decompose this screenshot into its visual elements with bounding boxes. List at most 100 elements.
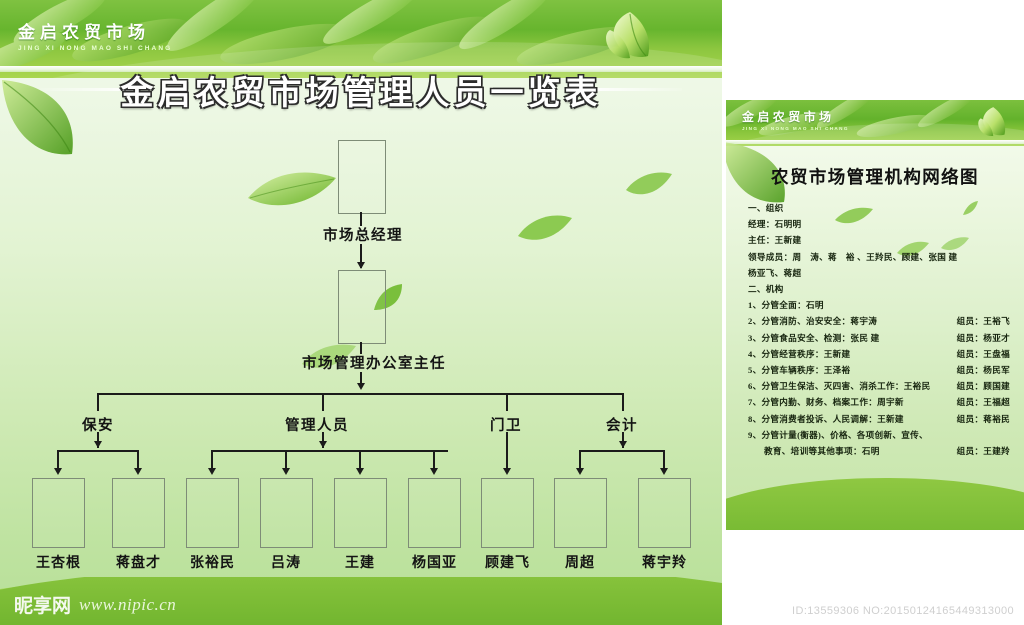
list-item: 3、分管食品安全、检测：张民 建 组员：杨亚才 bbox=[748, 330, 1010, 346]
list-item-right: 组员：杨亚才 bbox=[956, 332, 1010, 343]
side-leaf-icon bbox=[972, 104, 1012, 144]
org-bus-horizontal bbox=[98, 393, 624, 395]
list-item-left: 领导成员：周 涛、蒋 裕 、王羚民、顾建、张国 建 bbox=[748, 251, 958, 262]
list-item-left: 4、分管经营秩序：王新建 bbox=[748, 348, 851, 359]
side-panel-header: 金启农贸市场 JING XI NONG MAO SHI CHANG bbox=[726, 100, 1024, 146]
dept3-arrow-a bbox=[575, 468, 584, 475]
org-dept-label-3: 会计 bbox=[606, 418, 638, 434]
list-item-left: 主任：王新建 bbox=[748, 235, 802, 246]
dept0-stem bbox=[97, 432, 99, 448]
brand-name-en: JING XI NONG MAO SHI CHANG bbox=[18, 45, 173, 52]
title-rule-left bbox=[40, 88, 135, 91]
dept1-arrow-b bbox=[281, 468, 290, 475]
list-item-right: 组员：杨民军 bbox=[956, 365, 1010, 376]
board-footer bbox=[0, 577, 722, 625]
list-item-left: 9、分管计量(衡器)、价格、各项创新、宣传、 bbox=[748, 429, 928, 440]
watermark-name: 昵享网 bbox=[14, 596, 72, 617]
side-panel-title: 农贸市场管理机构网络图 bbox=[771, 167, 979, 187]
staff-box-3 bbox=[260, 478, 313, 548]
list-item: 7、分管内勤、财务、档案工作：周宇新 组员：王福超 bbox=[748, 394, 1010, 410]
staff-box-6 bbox=[481, 478, 534, 548]
org-connector-second bbox=[360, 342, 362, 354]
dept1-drop-a bbox=[211, 450, 213, 472]
dept1-bar bbox=[212, 450, 448, 452]
dept1-arrow-c bbox=[355, 468, 364, 475]
org-arrow-second bbox=[356, 262, 365, 269]
list-item-left: 一、组织 bbox=[748, 203, 784, 213]
dept2-arrow bbox=[502, 468, 511, 475]
list-item: 教育、培训等其他事项：石明 组员：王建羚 bbox=[748, 443, 1010, 459]
org-node-top-box bbox=[338, 140, 386, 214]
staff-box-0 bbox=[32, 478, 85, 548]
side-panel: 金启农贸市场 JING XI NONG MAO SHI CHANG bbox=[726, 100, 1024, 530]
org-bus-drop-4 bbox=[622, 393, 624, 411]
org-dept-label-0: 保安 bbox=[82, 418, 114, 434]
staff-name-5: 杨国亚 bbox=[412, 556, 457, 571]
dept3-stem bbox=[622, 432, 624, 448]
dept3-arrow-b bbox=[659, 468, 668, 475]
list-item: 主任：王新建 bbox=[748, 232, 1010, 248]
list-item: 9、分管计量(衡器)、价格、各项创新、宣传、 bbox=[748, 427, 1010, 443]
staff-name-0: 王杏根 bbox=[36, 556, 81, 571]
side-wave-front bbox=[726, 478, 1024, 530]
list-item-right: 组员：王建羚 bbox=[956, 446, 1010, 457]
dept0-bar bbox=[58, 450, 138, 452]
list-item-right: 组员：王福超 bbox=[956, 397, 1010, 408]
staff-name-8: 蒋宇羚 bbox=[642, 556, 687, 571]
list-item-left: 二、机构 bbox=[748, 284, 784, 295]
list-item-right: 组员：王裕飞 bbox=[956, 316, 1010, 327]
title-rule-right bbox=[587, 88, 682, 91]
staff-name-4: 王建 bbox=[345, 556, 375, 571]
staff-box-8 bbox=[638, 478, 691, 548]
staff-name-6: 顾建飞 bbox=[485, 556, 530, 571]
dept2-stem bbox=[506, 432, 508, 472]
brand-logo: 金启农贸市场 JING XI NONG MAO SHI CHANG bbox=[18, 24, 172, 52]
main-board: 金启农贸市场 JING XI NONG MAO SHI CHANG bbox=[0, 0, 722, 625]
org-dept-label-2: 门卫 bbox=[490, 418, 522, 434]
list-item-left: 7、分管内勤、财务、档案工作：周宇新 bbox=[748, 397, 904, 408]
dept0-drop-b bbox=[137, 450, 139, 472]
list-item-left: 经理：石明明 bbox=[748, 219, 802, 230]
list-item-right: 组员：王盘福 bbox=[956, 348, 1010, 359]
dept1-arrow-a bbox=[207, 468, 216, 475]
org-node-second-box bbox=[338, 270, 386, 344]
list-item: 4、分管经营秩序：王新建 组员：王盘福 bbox=[748, 346, 1010, 362]
page-title: 金启农贸市场管理人员一览表 bbox=[120, 76, 602, 112]
dept1-stem bbox=[322, 432, 324, 448]
list-item-left: 8、分管消费者投诉、人民调解：王新建 bbox=[748, 413, 904, 424]
list-item: 二、机构 bbox=[748, 281, 1010, 297]
staff-name-7: 周超 bbox=[565, 556, 595, 571]
org-bus-drop-2 bbox=[322, 393, 324, 411]
side-leaf-icon-svg bbox=[978, 107, 1006, 137]
list-item: 杨亚飞、蒋超 bbox=[748, 265, 1010, 281]
watermark-url: www.nipic.cn bbox=[79, 594, 177, 614]
side-brand-name-cn: 金启农贸市场 bbox=[742, 110, 835, 124]
list-item-left: 6、分管卫生保洁、灭四害、消杀工作：王裕民 bbox=[748, 381, 931, 392]
board-header: 金启农贸市场 JING XI NONG MAO SHI CHANG bbox=[0, 0, 722, 78]
dept3-drop-b bbox=[663, 450, 665, 472]
list-item: 6、分管卫生保洁、灭四害、消杀工作：王裕民 组员：顾国建 bbox=[748, 378, 1010, 394]
dept0-arrow-a bbox=[53, 468, 62, 475]
watermark: 昵享网 www.nipic.cn bbox=[14, 591, 176, 618]
list-item-left: 1、分管全面：石明 bbox=[748, 300, 824, 311]
dept1-arrow-d bbox=[429, 468, 438, 475]
staff-box-7 bbox=[554, 478, 607, 548]
dept1-drop-c bbox=[359, 450, 361, 472]
side-panel-list: 一、组织 经理：石明明 主任：王新建 领导成员：周 涛、蒋 裕 、王羚民、顾建、… bbox=[748, 200, 1010, 459]
org-role-office-director: 市场管理办公室主任 bbox=[302, 356, 446, 372]
dept3-drop-a bbox=[579, 450, 581, 472]
dept1-drop-b bbox=[285, 450, 287, 472]
org-connector-top-to-second bbox=[360, 244, 362, 268]
list-item-right: 组员：顾国建 bbox=[956, 381, 1010, 392]
leaf-icon bbox=[596, 8, 660, 70]
dept0-drop-a bbox=[57, 450, 59, 472]
side-panel-footer bbox=[726, 454, 1024, 530]
org-connector-to-bus bbox=[360, 372, 362, 388]
list-item-left: 5、分管车辆秩序：王泽裕 bbox=[748, 365, 851, 376]
dept3-bar bbox=[580, 450, 664, 452]
staff-box-1 bbox=[112, 478, 165, 548]
list-item: 经理：石明明 bbox=[748, 216, 1010, 232]
list-item: 5、分管车辆秩序：王泽裕 组员：杨民军 bbox=[748, 362, 1010, 378]
list-item-left: 2、分管消防、治安安全：蒋宇涛 bbox=[748, 316, 878, 327]
